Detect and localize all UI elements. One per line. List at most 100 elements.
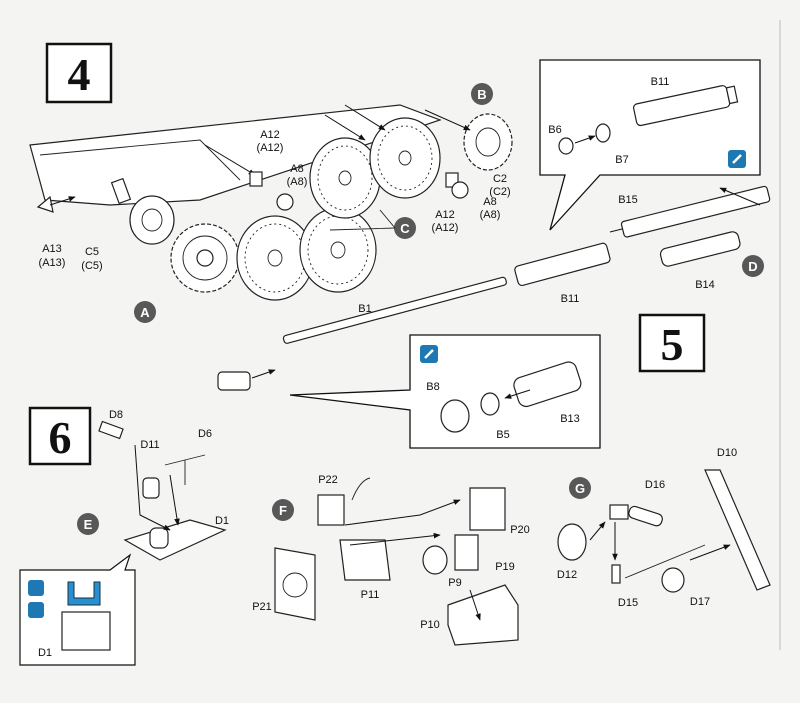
marker-e: [77, 513, 99, 535]
label-a8-left-alt: (A8): [287, 176, 308, 188]
part-a12-left: [249, 171, 263, 187]
marker-g: [569, 477, 591, 499]
label-d12: D12: [557, 569, 577, 581]
label-d1: D1: [215, 515, 229, 527]
callout-muzzle: [289, 334, 601, 449]
label-a12-right-alt: (A12): [432, 222, 459, 234]
part-d1-inset: [61, 611, 111, 651]
label-a13-alt: (A13): [39, 257, 66, 269]
label-d16: D16: [645, 479, 665, 491]
label-b1: B1: [358, 303, 371, 315]
part-b5: [480, 392, 500, 416]
step-5-number: 5: [661, 319, 684, 370]
part-a8-right: [451, 181, 469, 199]
label-d11: D11: [140, 439, 159, 451]
part-p20: [469, 487, 506, 531]
part-b11: [514, 242, 611, 287]
linkage-rod: [624, 544, 706, 579]
label-d10: D10: [717, 447, 737, 459]
part-c5: [129, 195, 175, 245]
marker-e-text: E: [84, 517, 93, 532]
part-b6: [558, 137, 574, 155]
label-c2: C2: [493, 173, 507, 185]
part-d16: [628, 505, 663, 527]
marker-a: [134, 301, 156, 323]
marker-a-text: A: [140, 305, 150, 320]
step-6: 6 D8 D11 D6 D1 E D1 F P22 P20 P19 P9: [19, 406, 771, 666]
step-4-number: 4: [68, 49, 91, 100]
part-p11: [339, 539, 391, 581]
label-b15: B15: [618, 194, 638, 206]
part-d16-mount: [609, 504, 629, 520]
label-p21: P21: [252, 601, 272, 613]
label-a8-right: A8: [483, 196, 496, 208]
label-b5: B5: [496, 429, 509, 441]
part-p9: [422, 545, 448, 575]
blue-part: [67, 581, 101, 606]
part-p19: [454, 534, 479, 571]
step-5: 5 B11 B6 B7 B1 B11 B15 B14: [217, 59, 771, 449]
label-p20: P20: [510, 524, 530, 536]
label-a13: A13: [42, 243, 62, 255]
road-wheel-pair-upper: [309, 117, 441, 219]
part-d12: [557, 523, 587, 561]
label-b11-detail: B11: [651, 76, 670, 88]
label-b14: B14: [695, 279, 715, 291]
hull-side: [29, 104, 442, 206]
label-b7: B7: [615, 154, 628, 166]
part-d15: [611, 564, 621, 584]
part-b1: [282, 276, 507, 344]
road-wheel-pair-lower: [236, 207, 377, 301]
label-a12-right: A12: [435, 209, 455, 221]
label-b13: B13: [560, 413, 580, 425]
marker-g-text: G: [575, 481, 585, 496]
label-p10: P10: [420, 619, 440, 631]
paint-stripe-icon: [28, 602, 44, 618]
marker-d: [742, 255, 764, 277]
part-a8-left: [276, 193, 294, 211]
label-d6: D6: [198, 428, 212, 440]
part-d17: [661, 567, 685, 593]
step-6-box: [28, 406, 92, 466]
part-d11: [142, 477, 160, 499]
label-p9: P9: [448, 577, 461, 589]
label-c5: C5: [85, 246, 99, 258]
label-p19: P19: [495, 561, 515, 573]
part-p21: [274, 547, 316, 621]
marker-f: [272, 499, 294, 521]
part-muzzle: [217, 371, 251, 391]
label-b8: B8: [426, 381, 439, 393]
part-d1: [123, 519, 227, 561]
label-c5-alt: (C5): [81, 260, 102, 272]
step-4: 4 A13 (A13) C5 (C5) A A12 (A12) A8 (A8): [29, 42, 513, 323]
part-b7: [595, 123, 611, 143]
part-p10: [447, 584, 519, 646]
part-c5-axle: [110, 177, 132, 205]
part-b15: [620, 185, 771, 238]
label-a8-left: A8: [290, 163, 303, 175]
part-p22: [317, 494, 345, 526]
label-d8: D8: [109, 409, 123, 421]
part-b14: [659, 231, 741, 267]
part-b11-detail: [633, 85, 739, 127]
glue-icon: [28, 580, 44, 596]
label-b6: B6: [548, 124, 561, 136]
marker-d-text: D: [748, 259, 757, 274]
part-d8: [98, 420, 124, 440]
marker-c: [394, 217, 416, 239]
part-d10: [704, 469, 771, 591]
part-d6: [164, 454, 206, 485]
label-p11: P11: [361, 589, 380, 601]
label-a8-right-alt: (A8): [480, 209, 501, 221]
label-d1-inset: D1: [38, 647, 52, 659]
marker-c-text: C: [400, 221, 410, 236]
marker-b: [471, 83, 493, 105]
label-b11: B11: [561, 293, 580, 305]
label-d15: D15: [618, 597, 638, 609]
label-c2-alt: (C2): [489, 186, 510, 198]
step-6-number: 6: [49, 412, 72, 463]
marker-b-text: B: [477, 87, 486, 102]
label-d17: D17: [690, 596, 710, 608]
step-4-box: [45, 42, 113, 104]
part-b8: [440, 399, 470, 433]
